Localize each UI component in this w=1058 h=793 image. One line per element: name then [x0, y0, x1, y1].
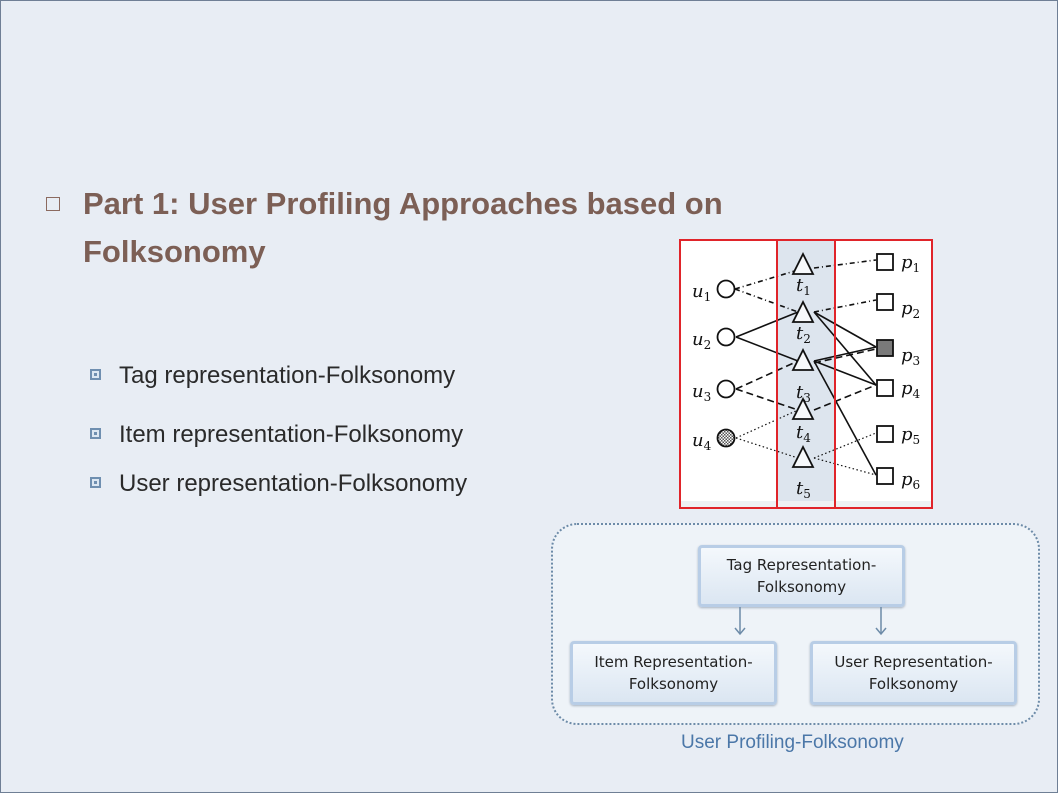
user-representation-node: User Representation-Folksonomy — [810, 641, 1017, 705]
bullet-icon — [90, 477, 101, 489]
item-representation-node: Item Representation-Folksonomy — [570, 641, 777, 705]
highlight-frame-tags — [776, 239, 836, 509]
bullet-item: Item representation-Folksonomy — [90, 421, 463, 449]
bullet-icon — [90, 428, 101, 440]
square-bullet-icon — [46, 197, 60, 211]
tag-representation-node: Tag Representation-Folksonomy — [698, 545, 905, 607]
diagram-caption: User Profiling-Folksonomy — [681, 732, 904, 753]
bullet-item: User representation-Folksonomy — [90, 470, 467, 498]
folksonomy-graph: u1 u2 u3 u4 t1 t2 t3 t4 t5 p1 p2 p3 p4 p… — [679, 239, 933, 509]
bullet-icon — [90, 369, 101, 381]
slide-title: Part 1: User Profiling Approaches based … — [83, 186, 723, 269]
bullet-item: Tag representation-Folksonomy — [90, 362, 455, 390]
